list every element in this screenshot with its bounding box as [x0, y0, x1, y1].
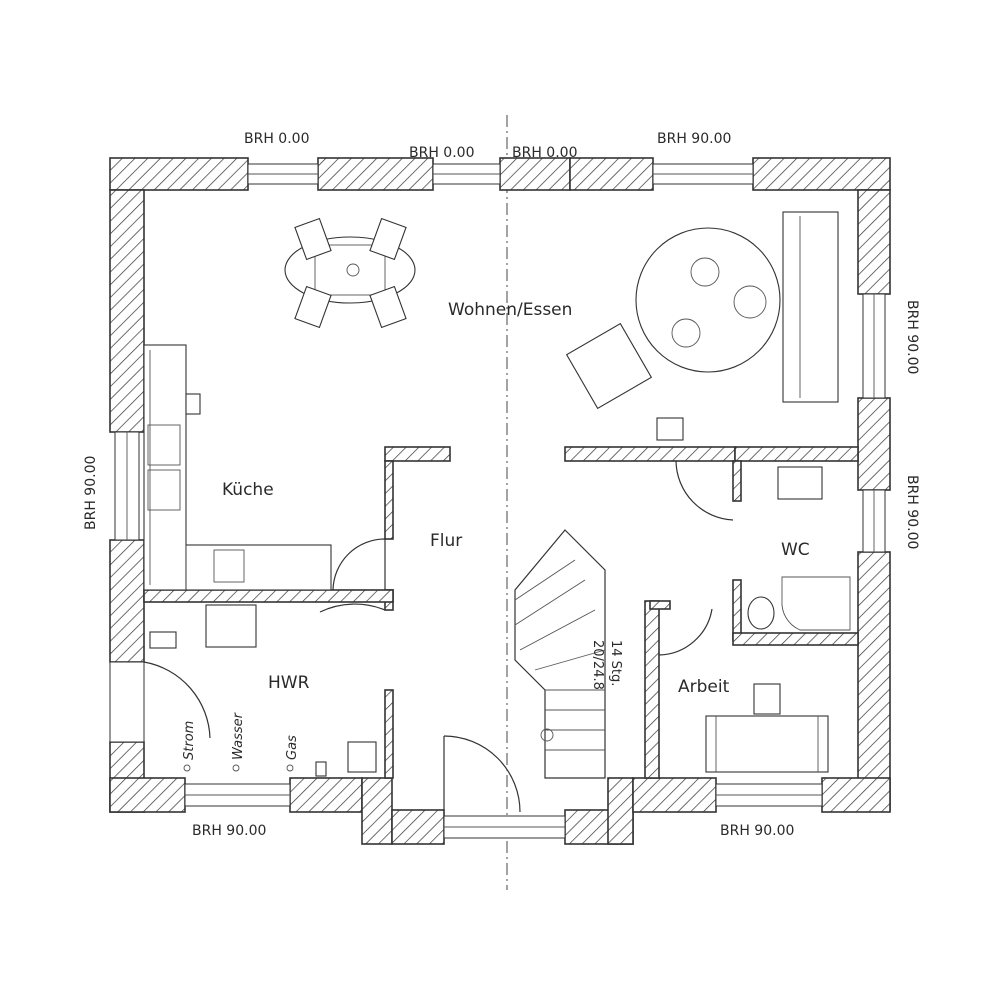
utility-label-strom: Strom [182, 721, 197, 760]
wc-fixtures [747, 466, 851, 631]
doors [143, 460, 734, 813]
brh-label-right-lower: BRH 90.00 [904, 475, 920, 549]
room-label-kueche: Küche [222, 480, 274, 500]
desk [705, 683, 829, 773]
windows [109, 163, 886, 839]
staircase [514, 529, 606, 779]
brh-label-left: BRH 90.00 [83, 456, 99, 530]
utility-label-wasser: Wasser [231, 711, 246, 760]
room-label-arbeit: Arbeit [678, 677, 730, 697]
stair-label-dims: 20/24.8 [590, 640, 605, 690]
brh-label-bottom-right: BRH 90.00 [720, 823, 794, 839]
brh-label-top-mid-right: BRH 0.00 [512, 145, 577, 161]
brh-label-top-left: BRH 0.00 [244, 131, 309, 147]
hwr-fixtures [149, 604, 377, 777]
brh-label-top-right: BRH 90.00 [657, 131, 731, 147]
brh-label-right-upper: BRH 90.00 [904, 300, 920, 374]
utility-label-gas: Gas [285, 735, 300, 760]
dining-table [284, 217, 416, 329]
stair-label-steps: 14 Stg. [608, 640, 623, 686]
brh-label-top-mid-left: BRH 0.00 [409, 145, 474, 161]
room-label-wc: WC [781, 540, 810, 560]
kitchen-counter [143, 344, 332, 591]
room-label-wohnen-essen: Wohnen/Essen [448, 300, 572, 320]
room-label-hwr: HWR [268, 673, 310, 693]
living-furniture [565, 211, 839, 441]
brh-label-bottom-left: BRH 90.00 [192, 823, 266, 839]
exterior-walls [109, 157, 891, 845]
room-label-flur: Flur [430, 531, 462, 551]
